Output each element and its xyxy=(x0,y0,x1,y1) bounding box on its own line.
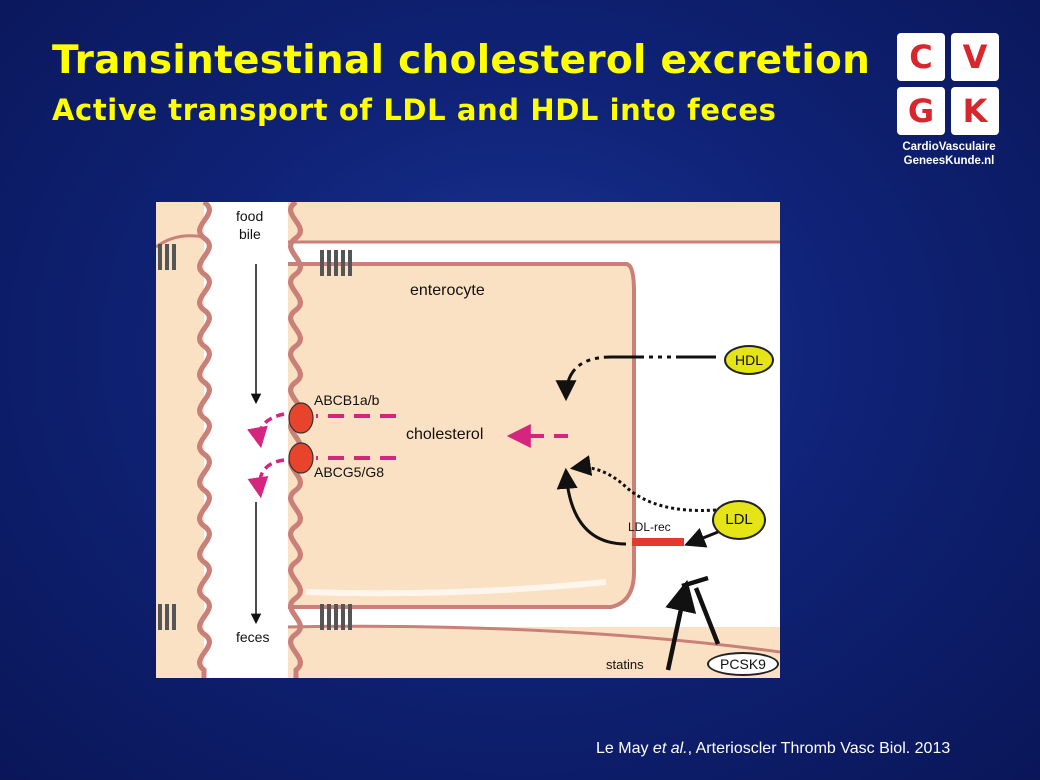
logo-letter-c: C xyxy=(897,33,945,81)
ldl-receptor xyxy=(632,538,684,546)
logo-line-2: GeneesKunde.nl xyxy=(903,155,995,167)
abcb1-transporter xyxy=(288,402,314,434)
pcsk9-inhibit-bar xyxy=(681,575,709,589)
statins-line xyxy=(665,579,697,671)
cholesterol-label: cholesterol xyxy=(406,426,484,443)
abcb1-label: ABCB1a/b xyxy=(314,392,380,408)
tight-junction-top xyxy=(158,244,352,276)
ldl-rec-label: LDL-rec xyxy=(628,520,671,534)
logo-line-1: CardioVasculaire xyxy=(902,141,996,153)
enterocyte-top-cell xyxy=(286,202,780,242)
abcg5-label: ABCG5/G8 xyxy=(314,464,385,480)
logo-letter-v: V xyxy=(951,33,999,81)
food-label: food xyxy=(236,208,264,224)
logo-letter-k: K xyxy=(951,87,999,135)
cvgk-logo: C V G K CardioVasculaire GeneesKunde.nl xyxy=(895,33,1003,173)
lumen xyxy=(212,202,288,678)
diagram-graphics xyxy=(156,202,780,678)
hdl-pathway-arrow xyxy=(555,355,716,402)
ldl-dotted-arrow xyxy=(569,455,717,512)
abcg5-transporter xyxy=(288,442,314,474)
citation: Le May et al., Arterioscler Thromb Vasc … xyxy=(596,740,950,758)
ldl-internalization-arrow xyxy=(556,467,627,546)
ldl-receptor-arrow xyxy=(684,528,719,548)
efflux-curve-top xyxy=(247,412,285,449)
efflux-curve-bottom xyxy=(247,458,285,499)
enterocyte-label: enterocyte xyxy=(410,282,485,299)
feces-label: feces xyxy=(236,629,270,645)
pcsk9-line xyxy=(693,587,721,645)
tight-junction-bottom xyxy=(158,604,352,630)
citation-etal: et al. xyxy=(652,740,688,757)
logo-letter-g: G xyxy=(897,87,945,135)
enterocyte-body xyxy=(284,262,636,609)
hdl-particle: HDL xyxy=(724,345,774,375)
citation-journal: , Arterioscler Thromb Vasc Biol. 2013 xyxy=(687,740,951,757)
bile-label: bile xyxy=(239,226,261,242)
tice-diagram: food bile enterocyte ABCB1a/b ABCG5/G8 c… xyxy=(156,202,780,678)
citation-authors: Le May xyxy=(596,740,649,757)
slide-subtitle: Active transport of LDL and HDL into fec… xyxy=(52,93,777,127)
pcsk9-oval: PCSK9 xyxy=(707,652,779,676)
enterocyte-bottom-cell xyxy=(286,627,780,678)
statins-label: statins xyxy=(606,657,644,672)
ldl-particle: LDL xyxy=(712,500,766,540)
slide-title: Transintestinal cholesterol excretion xyxy=(52,38,871,83)
